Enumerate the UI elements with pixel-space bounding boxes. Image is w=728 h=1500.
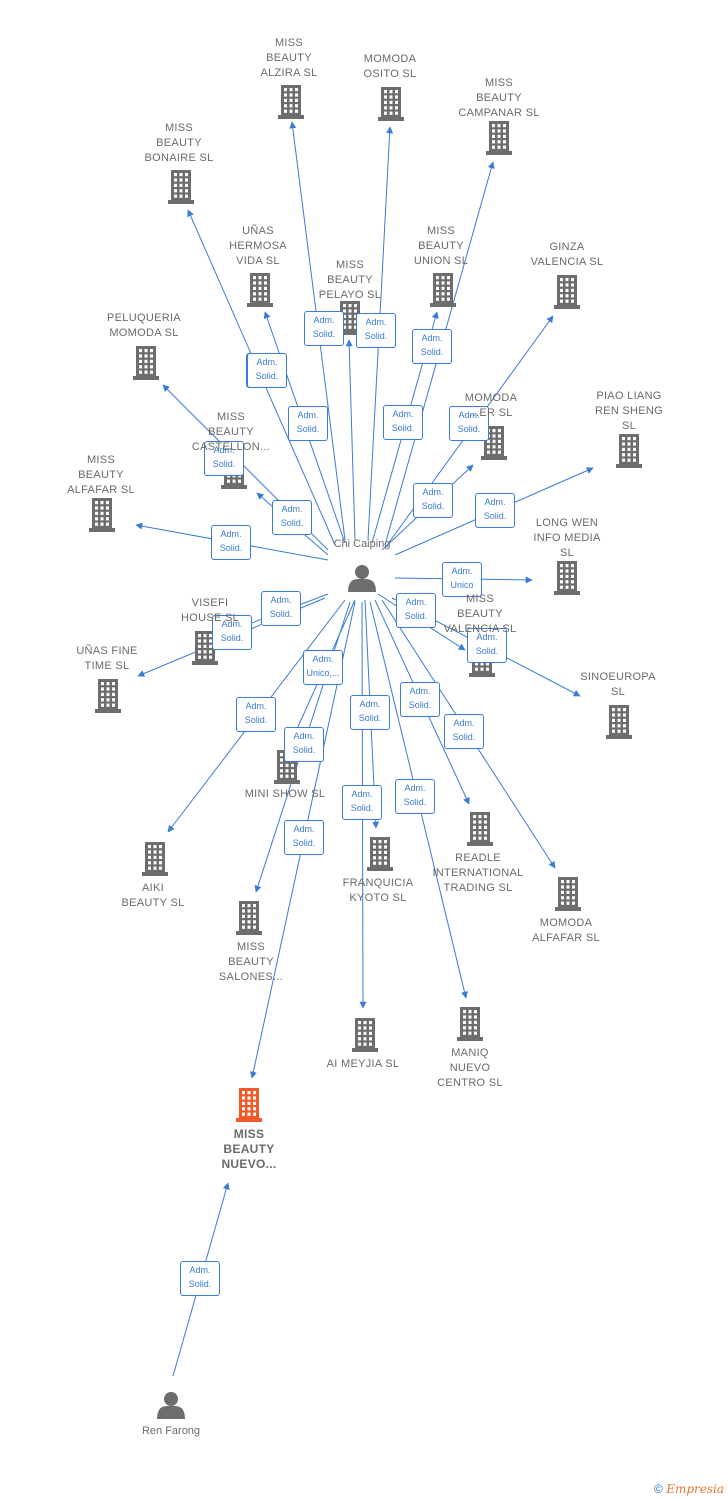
chi-salones-relation-label[interactable]: Adm. Solid. — [284, 727, 324, 762]
sinoeuropa-company-label[interactable]: SINOEUROPA SL — [580, 671, 656, 698]
chi-person-label[interactable]: Chi Caiping — [333, 538, 391, 550]
chi-castellon-relation-label[interactable]: Adm. Solid. — [272, 500, 312, 535]
bonaire-company-label[interactable]: MISS BEAUTY BONAIRE SL — [144, 122, 214, 164]
salones-company-label[interactable]: MISS BEAUTY SALONES... — [218, 941, 284, 983]
visefi-building-icon[interactable] — [192, 631, 218, 665]
chi-mbvalencia-relation-label[interactable]: Adm. Solid. — [396, 593, 436, 628]
chi-union-relation-label[interactable]: Adm. Solid. — [412, 329, 452, 364]
unasfine-building-icon[interactable] — [95, 679, 121, 713]
unashermosa-company-label[interactable]: UÑAS HERMOSA VIDA SL — [229, 225, 287, 267]
chi-campanar-relation-label[interactable]: Adm. Solid. — [383, 405, 423, 440]
chi-minishow-relation-label[interactable]: Adm. Unico,... — [303, 650, 343, 685]
chi-kyoto-relation-label[interactable]: Adm. Solid. — [350, 695, 390, 730]
pelayo-company-label[interactable]: MISS BEAUTY PELAYO SL — [318, 259, 382, 301]
piaoliang-company-label[interactable]: PIAO LIANG REN SHENG SL — [594, 390, 664, 432]
momodaalfafar-building-icon[interactable] — [555, 877, 581, 911]
chi-pelayo-edge — [345, 339, 356, 541]
osito-building-icon[interactable] — [378, 87, 404, 121]
copyright-symbol: © — [654, 1482, 663, 1496]
visefi-company-label[interactable]: VISEFI HOUSE SL — [180, 597, 240, 624]
alzira-company-label[interactable]: MISS BEAUTY ALZIRA SL — [260, 37, 318, 79]
kyoto-company-label[interactable]: FRANQUICIA KYOTO SL — [342, 877, 414, 904]
aimeyjia-company-label[interactable]: AI MEYJIA SL — [326, 1058, 400, 1070]
salones-building-icon[interactable] — [236, 901, 262, 935]
union-building-icon[interactable] — [430, 273, 456, 307]
momodaalfafar-company-label[interactable]: MOMODA ALFAFAR SL — [532, 917, 600, 944]
maniq-building-icon[interactable] — [457, 1007, 483, 1041]
peluqueria-building-icon[interactable] — [133, 346, 159, 380]
chi-unasfine-relation-label[interactable]: Adm. Solid. — [212, 615, 252, 650]
peluqueria-company-label[interactable]: PELUQUERIA MOMODA SL — [107, 312, 181, 339]
readle-building-icon[interactable] — [467, 812, 493, 846]
campanar-company-label[interactable]: MISS BEAUTY CAMPANAR SL — [458, 77, 540, 119]
footer-brand: © Empresia — [654, 1482, 724, 1496]
bonaire-building-icon[interactable] — [168, 170, 194, 204]
nuevo-company-label[interactable]: MISS BEAUTY NUEVO... — [221, 1127, 277, 1171]
castellon-company-label[interactable]: MISS BEAUTY CASTELLON... — [191, 411, 271, 453]
ginza-building-icon[interactable] — [554, 275, 580, 309]
chi-peluqueria-relation-label[interactable]: Adm. Solid. — [204, 441, 244, 476]
chi-maniq-relation-label[interactable]: Adm. Solid. — [395, 779, 435, 814]
chi-nuevo-relation-label[interactable]: Adm. Solid. — [284, 820, 324, 855]
ren-person-icon[interactable] — [157, 1392, 185, 1419]
chi-unashermosa-relation-label[interactable]: Adm. Solid. — [288, 406, 328, 441]
chi-alfafarmb-relation-label[interactable]: Adm. Solid. — [211, 525, 251, 560]
readle-company-label[interactable]: READLE INTERNATIONAL TRADING SL — [432, 852, 524, 894]
aimeyjia-building-icon[interactable] — [352, 1018, 378, 1052]
unashermosa-building-icon[interactable] — [247, 273, 273, 307]
campanar-building-icon[interactable] — [486, 121, 512, 155]
alzira-building-icon[interactable] — [278, 85, 304, 119]
longwen-company-label[interactable]: LONG WEN INFO MEDIA SL — [533, 517, 601, 559]
chi-visefi-relation-label[interactable]: Adm. Solid. — [261, 591, 301, 626]
chi-momodaalfafar-relation-label[interactable]: Adm. Solid. — [444, 714, 484, 749]
minishow-company-label[interactable]: MINI SHOW SL — [244, 788, 326, 800]
chi-aiki-relation-label[interactable]: Adm. Solid. — [236, 697, 276, 732]
mbvalencia-company-label[interactable]: MISS BEAUTY VALENCIA SL — [443, 593, 517, 635]
alfafarmb-company-label[interactable]: MISS BEAUTY ALFAFAR SL — [67, 454, 135, 496]
chi-momodaer-relation-label[interactable]: Adm. Solid. — [413, 483, 453, 518]
ren-nuevo-relation-label[interactable]: Adm. Solid. — [180, 1261, 220, 1296]
aiki-building-icon[interactable] — [142, 842, 168, 876]
longwen-building-icon[interactable] — [554, 561, 580, 595]
pelayo-building-icon[interactable] — [337, 301, 363, 335]
ginza-company-label[interactable]: GINZA VALENCIA SL — [530, 241, 604, 268]
kyoto-building-icon[interactable] — [367, 837, 393, 871]
chi-longwen-relation-label[interactable]: Adm. Unico — [442, 562, 482, 597]
momodaer-company-label[interactable]: MOMODA ...ER SL — [464, 392, 518, 419]
piaoliang-building-icon[interactable] — [616, 434, 642, 468]
brand-logo: Empresia — [666, 1482, 724, 1496]
nuevo-building-icon[interactable] — [236, 1088, 262, 1122]
unasfine-company-label[interactable]: UÑAS FINE TIME SL — [76, 645, 138, 672]
chi-piaoliang-relation-label[interactable]: Adm. Solid. — [475, 493, 515, 528]
maniq-company-label[interactable]: MANIQ NUEVO CENTRO SL — [437, 1047, 503, 1089]
chi-pelayo-relation-label[interactable]: Adm. Solid. — [304, 311, 344, 346]
ren-person-label[interactable]: Ren Farong — [141, 1425, 201, 1437]
chi-osito-relation-label[interactable]: Adm. Solid. — [356, 313, 396, 348]
chi-aimeyjia-relation-label[interactable]: Adm. Solid. — [342, 785, 382, 820]
chi-person-icon[interactable] — [348, 565, 376, 592]
chi-bonaire-relation-label[interactable]: Adm. Solid. — [247, 353, 287, 388]
chi-sinoeuropa-relation-label[interactable]: Adm. Solid. — [467, 628, 507, 663]
chi-ginza-relation-label[interactable]: Adm. Solid. — [449, 406, 489, 441]
alfafarmb-building-icon[interactable] — [89, 498, 115, 532]
chi-readle-relation-label[interactable]: Adm. Solid. — [400, 682, 440, 717]
union-company-label[interactable]: MISS BEAUTY UNION SL — [413, 225, 469, 267]
sinoeuropa-building-icon[interactable] — [606, 705, 632, 739]
aiki-company-label[interactable]: AIKI BEAUTY SL — [121, 882, 185, 909]
osito-company-label[interactable]: MOMODA OSITO SL — [363, 53, 417, 80]
